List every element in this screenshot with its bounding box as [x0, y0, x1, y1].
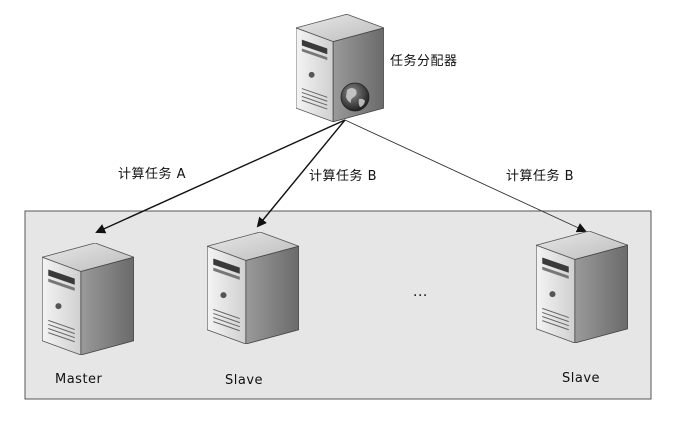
edge-arrow-b1 — [256, 119, 346, 228]
edge-label-b2: 计算任务 B — [506, 169, 575, 184]
dispatcher-label: 任务分配器 — [390, 54, 458, 69]
globe-icon — [340, 82, 370, 112]
slave-label-1: Slave — [225, 373, 264, 388]
edge-label-a: 计算任务 A — [118, 167, 187, 182]
ellipsis: ... — [413, 284, 428, 300]
slave-server-icon-1 — [207, 232, 299, 344]
slave-label-2: Slave — [562, 371, 601, 386]
master-label: Master — [55, 372, 103, 387]
dispatcher-server-icon — [296, 14, 384, 122]
edge-arrow-a — [95, 119, 346, 234]
master-server-icon — [42, 243, 134, 355]
slave-server-icon-2 — [536, 231, 628, 343]
edge-arrow-b2 — [344, 119, 587, 233]
edge-label-b1: 计算任务 B — [309, 169, 378, 184]
